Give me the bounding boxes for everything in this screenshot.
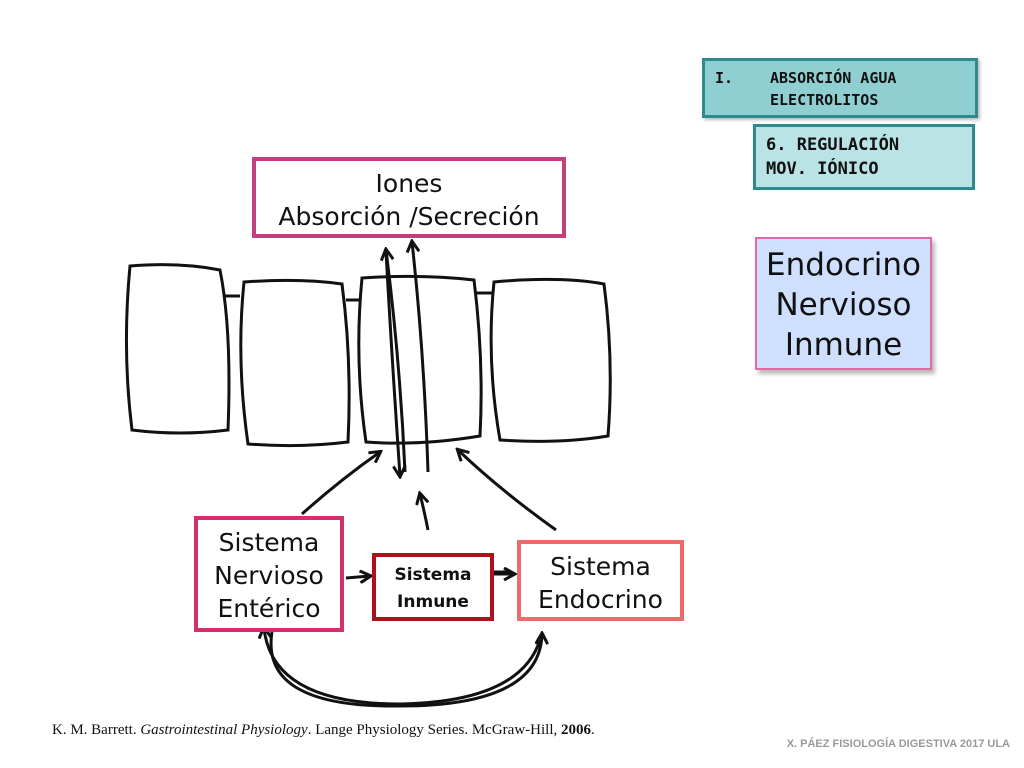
absorption-arrow (384, 251, 400, 476)
section-title-line2: ELECTROLITOS (770, 91, 879, 109)
enteric-line2: Nervioso (214, 561, 324, 590)
immune-system-box: Sistema Inmune (372, 553, 494, 621)
regulatory-systems-box: Endocrino Nervioso Inmune (755, 237, 932, 370)
enteric-line3: Entérico (217, 594, 321, 623)
endocrine-to-epithelium-arrow (458, 450, 557, 532)
ions-title: Iones (375, 169, 443, 198)
endocrine-label: Endocrino (766, 247, 921, 283)
subsection-tag: 6. REGULACIÓN MOV. IÓNICO (753, 124, 975, 190)
ref-end: . (590, 722, 595, 738)
endocrine-line1: Sistema (550, 552, 651, 581)
ref-title: Gastrointestinal Physiology (140, 722, 308, 738)
reference-citation: K. M. Barrett. Gastrointestinal Physiolo… (52, 722, 595, 739)
nervous-label: Nervioso (775, 287, 912, 323)
endocrine-system-box: Sistema Endocrino (517, 540, 684, 621)
flux-arrow-2 (412, 242, 430, 473)
immune-line2: Inmune (397, 592, 469, 612)
epithelial-cell-1 (124, 263, 231, 435)
section-tag: I. ABSORCIÓN AGUA ELECTROLITOS (702, 58, 978, 118)
epithelial-cell-3 (357, 274, 483, 445)
section-title-line1: ABSORCIÓN AGUA (770, 69, 897, 87)
secretion-arrow (386, 250, 407, 473)
footer-credit: X. PÁEZ FISIOLOGÍA DIGESTIVA 2017 ULA (786, 738, 1010, 750)
epithelial-cell-2 (239, 278, 351, 448)
ref-publisher: . Lange Physiology Series. McGraw-Hill, (307, 722, 561, 738)
immune-label: Inmune (784, 327, 903, 363)
ref-year: 2006 (560, 722, 591, 738)
subsection-title-line1: 6. REGULACIÓN (766, 135, 900, 155)
enteric-immune-arrow (345, 576, 370, 578)
subsection-title-line2: MOV. IÓNICO (766, 159, 879, 179)
ions-box: Iones Absorción /Secreción (252, 157, 566, 238)
enteric-endocrine-loop-return (264, 628, 542, 706)
immune-to-epithelium-arrow (420, 494, 430, 531)
enteric-to-epithelium-arrow (300, 452, 380, 516)
absorption-secretion-label: Absorción /Secreción (278, 202, 540, 231)
epithelial-cell-4 (489, 277, 612, 443)
enteric-line1: Sistema (218, 528, 320, 557)
enteric-endocrine-loop-arrow (269, 632, 542, 708)
endocrine-line2: Endocrino (538, 585, 663, 614)
enteric-nervous-system-box: Sistema Nervioso Entérico (194, 516, 344, 632)
section-number: I. (715, 69, 734, 87)
immune-line1: Sistema (394, 565, 472, 585)
cell-junctions (224, 291, 492, 302)
ref-authors: K. M. Barrett. (52, 722, 141, 738)
